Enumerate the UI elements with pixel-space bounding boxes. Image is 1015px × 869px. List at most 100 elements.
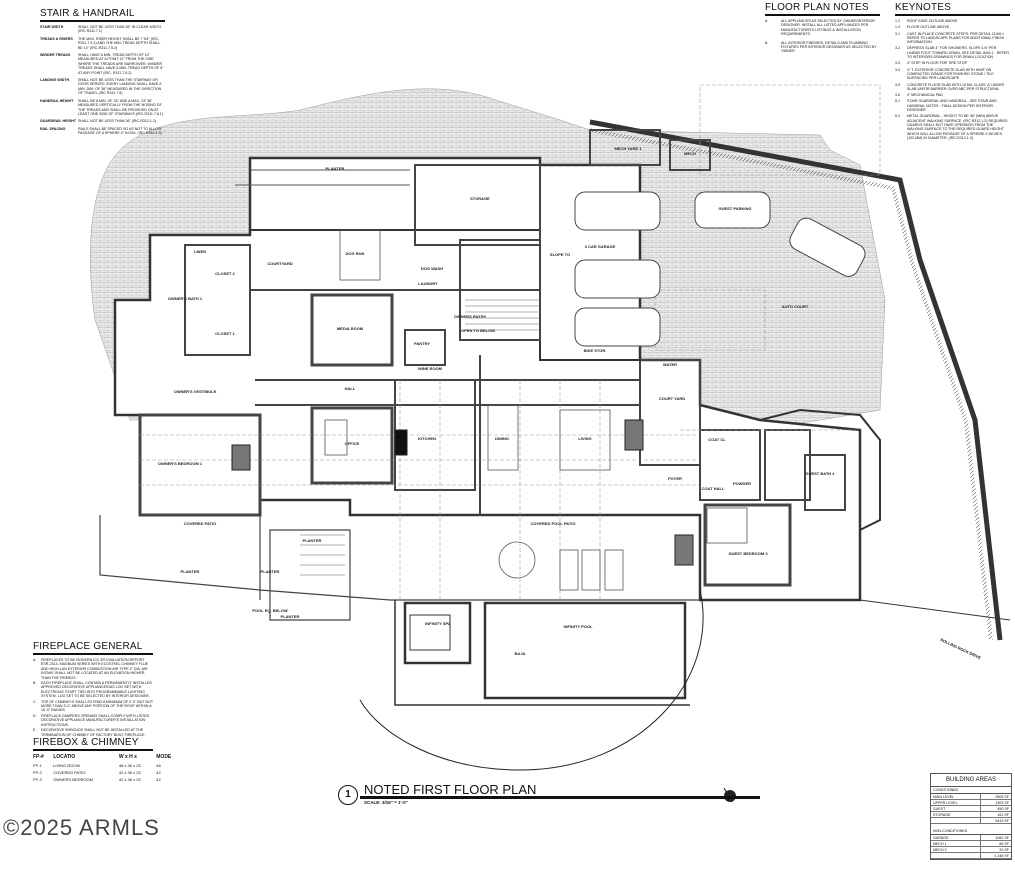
area-value: 3505 SF	[995, 794, 1009, 799]
infinity-spa	[403, 601, 472, 665]
stair-note-text: RAILS SHALL BE SPACED SO AS NOT TO ALLOW…	[78, 126, 162, 136]
keynote-key: 3.3	[895, 61, 900, 66]
keynote-key: 1.3	[895, 25, 900, 30]
fireplace-note: C. TOP OF CHIMNEYS SHALL EXTEND A MINIMUM…	[33, 700, 153, 713]
fireplace-note: D. FIREPLACE DAMPERS OPENING SHALL COMPLY…	[33, 714, 153, 727]
room-label: OPEN TO BELOW	[461, 328, 495, 333]
drawing-title: NOTED FIRST FLOOR PLAN	[364, 782, 537, 797]
note-key: C.	[33, 699, 37, 704]
floor-plan-notes-panel: FLOOR PLAN NOTES A.ALL APPLIANCES AS SEL…	[765, 2, 880, 58]
room-label: COAT CL	[708, 437, 726, 442]
note-text: ALL APPLIANCES AS SELECTED BY OWNER/INTE…	[781, 19, 875, 37]
stair-note-text: SHALL NOT BE LESS THAN THE STAIRWAY OR D…	[78, 78, 162, 96]
room-label: COAT HALL	[702, 486, 725, 491]
keynote-key: 3.2	[895, 46, 900, 51]
stair-note-row: WINDER TREADS SHALL HAVE A MIN. TREAD DEP…	[40, 53, 165, 75]
area-name: GUEST	[931, 806, 981, 811]
keynote-text: STAIR GUARDRAIL AND HANDRAIL - SEE STAIR…	[907, 99, 997, 113]
interior-walls	[138, 129, 846, 587]
room-label: INFINITY SPA	[425, 621, 451, 626]
firebox-cell: FP-1	[33, 763, 42, 768]
keynote-text: CAST-IN-PLACE CONCRETE STEPS, PER DETAIL…	[907, 31, 1005, 45]
stair-note-label: WINDER TREADS	[40, 53, 71, 58]
keynote-key: 3.1	[895, 31, 900, 36]
non-conditioned-label: NON-CONDITIONED	[931, 828, 1011, 835]
stair-note-label: TREADS & RISERS	[40, 36, 73, 41]
room-label: OWNERS ENTRY	[454, 314, 487, 319]
firebox-cell: 42 x 36 x 23	[118, 770, 141, 775]
keynote-key: 5.2	[895, 114, 900, 119]
keynote-text: 4" MECHANICAL PAD	[907, 93, 943, 98]
firebox-cell: OWNERS BEDROOM	[53, 777, 93, 782]
area-value: 1062 SF	[995, 835, 1009, 840]
conditioned-total: 5419 SF	[995, 818, 1009, 823]
note-key: B.	[765, 40, 769, 45]
north-arrow-icon	[723, 787, 736, 803]
room-label: COURTYARD	[267, 261, 292, 266]
title-underline	[360, 796, 760, 799]
stair-note-text: SHALL NOT BE LESS THAN 36" (IRC-R312.1.2…	[78, 119, 157, 124]
room-label: LAUNDRY	[418, 281, 438, 286]
area-name: GARAGE	[931, 835, 981, 840]
note-key: D.	[33, 713, 37, 718]
keynotes-title: KEYNOTES	[895, 2, 1010, 16]
area-name: MECH 2	[931, 847, 981, 852]
area-row: GUEST 450 SF	[931, 806, 1011, 812]
note-key: E.	[33, 728, 37, 733]
room-label: INFINITY POOL	[563, 624, 593, 629]
room-label: KITCHEN	[418, 436, 436, 441]
firebox-header: MODE	[156, 754, 172, 760]
room-label: DOG RUN	[346, 251, 365, 256]
keynote-text: 4" STEP IN FLOOR FOR TIRE STOP	[907, 61, 967, 66]
room-label: COURT YARD	[659, 396, 685, 401]
room-label: LINEN	[194, 249, 206, 254]
room-label: CLOSET 2	[215, 271, 235, 276]
firebox-cell: 42	[156, 777, 161, 782]
stair-note-text: SHALL HAVE A MIN. TREAD DEPTH OF 10" MEA…	[78, 53, 164, 75]
note-key: A.	[765, 19, 769, 23]
room-label: COVERED PATIO	[184, 521, 217, 526]
room-label: DINING	[495, 436, 509, 441]
firebox-header: LOCATIO	[53, 754, 76, 760]
room-label: ROLLING ROCK DRIVE	[940, 637, 982, 660]
room-label: POWDER	[733, 481, 751, 486]
room-label: MEDIA ROOM	[337, 326, 364, 331]
room-label: MECH YARD 1	[614, 146, 642, 151]
firebox-header: FP-#	[33, 754, 44, 760]
keynote-key: 5.1	[895, 99, 900, 104]
room-label: COVERED POOL PATIO	[531, 521, 576, 526]
room-label: WINE ROOM	[418, 366, 443, 371]
room-label: OFFICE	[345, 441, 360, 446]
room-label: WATER	[663, 362, 677, 367]
stair-note-text: SHALL BE A MIN. OF 34" AND A MAX. OF 38"…	[78, 98, 164, 116]
firebox-cell: COVERED PATIO	[53, 770, 86, 775]
room-label: AUTO COURT	[782, 304, 809, 309]
firebox-cell: FP-3	[33, 777, 42, 782]
keynote-item: 3.1 CAST-IN-PLACE CONCRETE STEPS, PER DET…	[895, 32, 1010, 45]
note-text: DECORATIVE SHROUDS SHALL NOT BE INSTALLE…	[41, 728, 146, 737]
firebox-cell: LIVING ROOM	[53, 763, 80, 768]
note-text: TOP OF CHIMNEYS SHALL EXTEND A MINIMUM O…	[41, 699, 153, 713]
note-text: FIREPLACE DAMPERS OPENING SHALL COMPLY W…	[41, 713, 150, 727]
keynote-key: 1.2	[895, 19, 900, 23]
stair-note-label: GUARDRAIL HEIGHT	[40, 119, 77, 124]
keynote-key: 3.4	[895, 67, 900, 72]
keynote-key: 3.5	[895, 82, 900, 87]
area-value: 450 SF	[997, 806, 1009, 811]
area-value: 161 SF	[997, 812, 1009, 817]
area-row: GARAGE 1062 SF	[931, 835, 1011, 841]
room-label: PLANTER	[303, 538, 322, 543]
watermark: ©2025 ARMLS	[3, 815, 160, 840]
garage-cars	[574, 191, 866, 347]
